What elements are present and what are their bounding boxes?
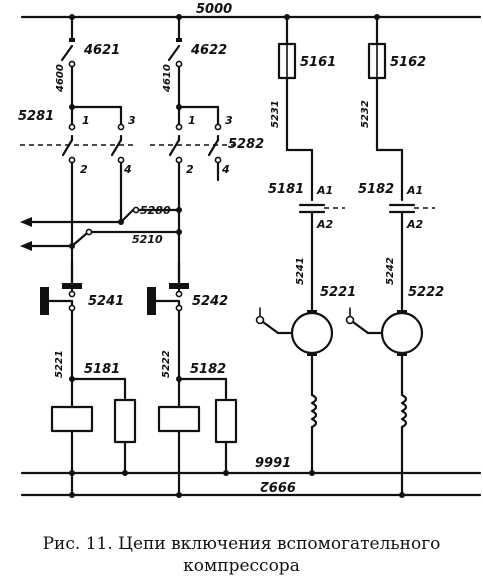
relay-5241: 5241 [40, 260, 124, 381]
branch-4621: 4621 4600 5281 1 3 2 4 [18, 14, 136, 292]
label-a2-left: A2 [316, 218, 334, 231]
label-contactor-5182: 5182 [358, 182, 394, 197]
label-fuse-5161: 5161 [300, 55, 336, 70]
caption-line-1: Рис. 11. Цепи включения вспомогательного [42, 534, 441, 554]
terminal-4: 4 [123, 163, 132, 176]
label-wire-5231: 5231 [270, 100, 281, 128]
branch-4622: 4622 4610 1 3 5282 2 4 [150, 14, 264, 292]
label-motor-5221: 5221 [320, 285, 356, 300]
terminal-3: 3 [128, 114, 136, 127]
motor-branch-5221: 5161 5231 5181 A1 A2 5241 5221 [255, 14, 356, 476]
label-line-5210: 5210 [132, 233, 163, 246]
terminal-4b: 4 [221, 163, 230, 176]
label-a2-right: A2 [406, 218, 424, 231]
terminal-1: 1 [82, 114, 90, 127]
label-bus-9991: 9991 [255, 456, 291, 471]
terminal-2b: 2 [186, 163, 194, 176]
relay-5242: 5242 [147, 260, 228, 381]
label-wire-5242: 5242 [385, 257, 396, 285]
terminal-3b: 3 [225, 114, 233, 127]
label-wire-4610: 4610 [162, 64, 173, 93]
label-coil-5182: 5182 [190, 362, 226, 377]
label-contactor-5181: 5181 [268, 182, 304, 197]
label-wire-5241: 5241 [295, 257, 306, 285]
coil-group-1: 5221 5181 [50, 350, 137, 497]
label-wire-5222: 5222 [161, 350, 172, 378]
label-wire-5232: 5232 [360, 100, 371, 128]
label-a1-right: A1 [406, 184, 423, 197]
label-relay-5242: 5242 [192, 294, 228, 309]
label-switch-4621: 4621 [83, 43, 120, 58]
label-a1-left: A1 [316, 184, 333, 197]
motor-branch-5222: 5162 5232 5182 A1 A2 5242 5222 [345, 14, 444, 498]
coil-group-2: 5222 5182 [157, 350, 238, 498]
label-wire-4600: 4600 [55, 64, 66, 93]
label-switch-4622: 4622 [190, 43, 227, 58]
label-line-5280: 5280 [140, 204, 171, 217]
label-fuse-5162: 5162 [390, 55, 426, 70]
label-motor-5222: 5222 [408, 285, 444, 300]
label-bus-9992: 9992 [260, 478, 296, 493]
label-relay-5241: 5241 [88, 294, 124, 309]
terminal-1b: 1 [188, 114, 196, 127]
label-bus-5000: 5000 [196, 2, 232, 17]
caption-line-2: компрессора [183, 556, 300, 576]
label-coil-5181: 5181 [84, 362, 120, 377]
label-node-5281: 5281 [18, 109, 54, 124]
control-lines: 5280 5210 [20, 204, 182, 251]
label-node-5282: 5282 [228, 137, 264, 152]
label-wire-5221: 5221 [54, 350, 65, 378]
terminal-2: 2 [80, 163, 88, 176]
